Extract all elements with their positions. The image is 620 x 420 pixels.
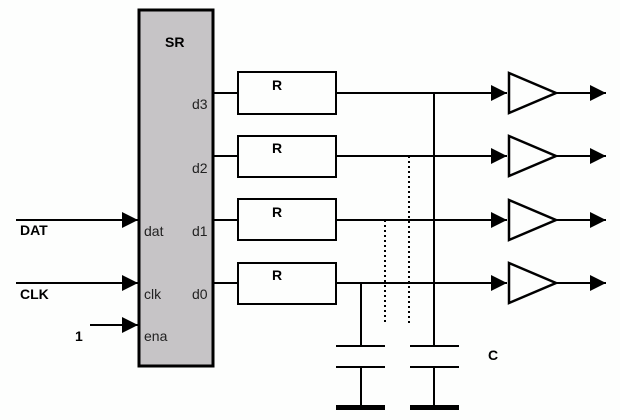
ground-bar (336, 405, 385, 410)
buffer-triangle (507, 134, 560, 178)
resistor-label: R (272, 204, 282, 220)
buffer-triangle (507, 71, 560, 115)
row-d0: R (213, 261, 606, 305)
ground-bar (410, 405, 459, 410)
shift-register-body (137, 8, 215, 368)
resistor-label: R (272, 77, 282, 93)
buffer-triangle (507, 198, 560, 242)
row-d3: R (213, 71, 606, 115)
row-d1: R (213, 198, 606, 242)
ena-signal-label: 1 (75, 328, 83, 344)
pin-d1-label: d1 (192, 223, 208, 239)
pin-d0-label: d0 (192, 286, 208, 302)
pin-dat-label: dat (144, 223, 164, 239)
pin-ena-label: ena (144, 328, 168, 344)
clk-signal-label: CLK (20, 286, 49, 302)
resistor (237, 262, 337, 305)
resistor (237, 71, 337, 115)
buffer-triangle (507, 261, 560, 305)
shift-register: SR d3 d2 d1 d0 dat clk ena (137, 8, 215, 368)
resistor (237, 198, 337, 241)
pin-d2-label: d2 (192, 160, 208, 176)
input-signals: DAT CLK 1 (16, 212, 138, 344)
dat-signal-label: DAT (20, 222, 48, 238)
resistor-label: R (272, 267, 282, 283)
shift-register-label: SR (165, 34, 184, 50)
pin-clk-label: clk (144, 286, 162, 302)
row-d2: R (213, 134, 606, 178)
pin-d3-label: d3 (192, 96, 208, 112)
resistor (237, 135, 337, 178)
capacitor-label: C (488, 347, 498, 363)
capacitor-network: C (336, 93, 498, 410)
resistor-label: R (272, 140, 282, 156)
